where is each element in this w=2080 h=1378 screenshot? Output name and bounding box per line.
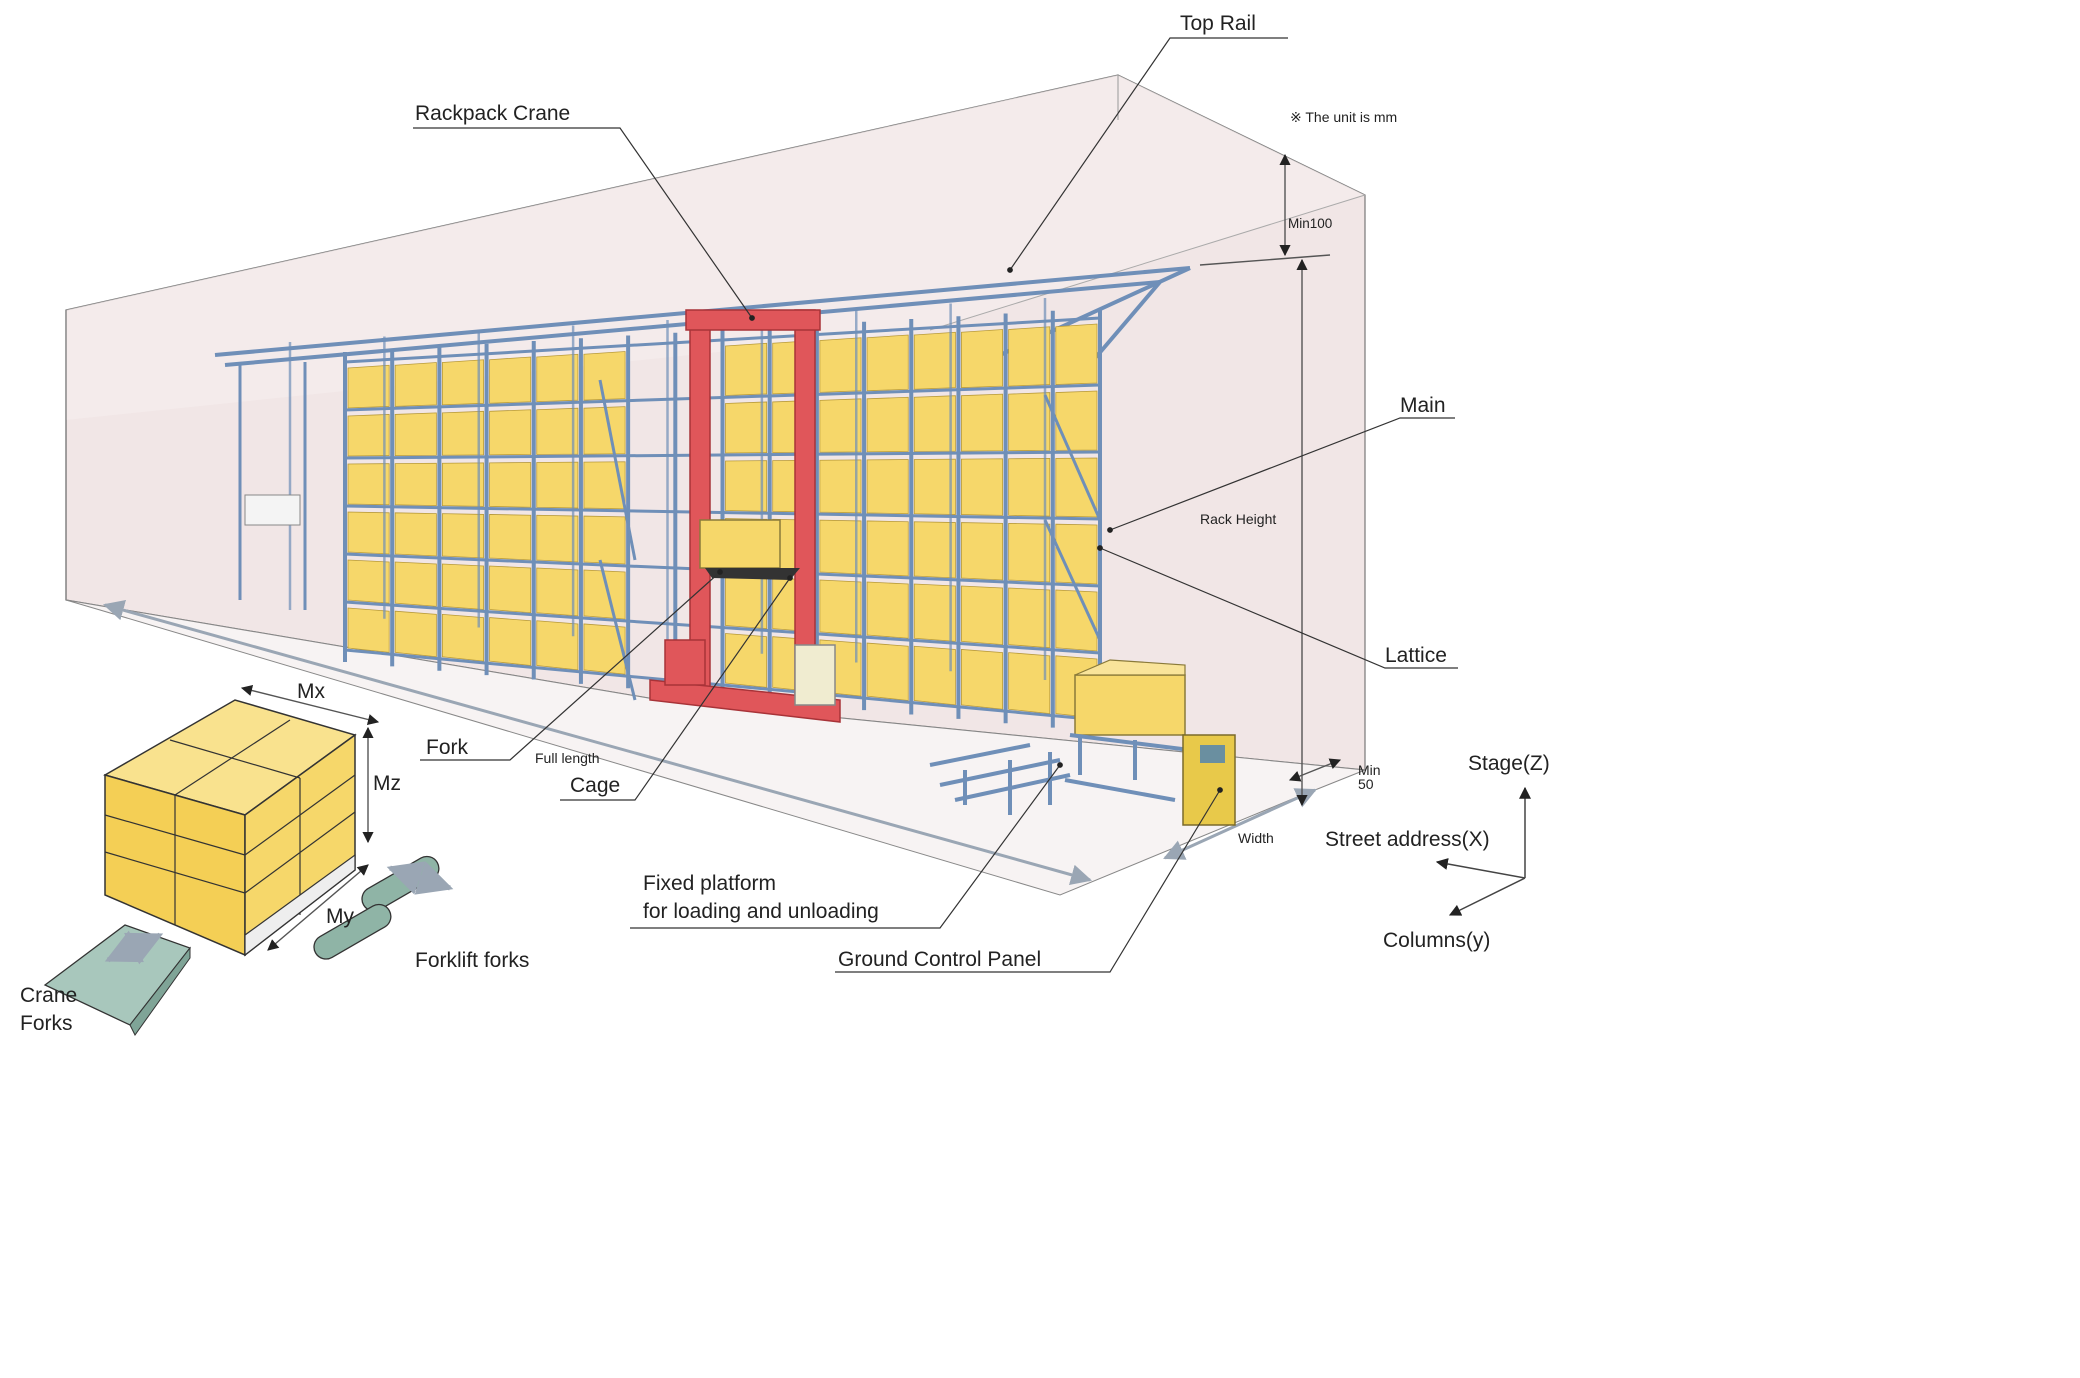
label-cage: Cage — [570, 774, 620, 797]
unit-note: ※ The unit is mm — [1290, 109, 1397, 125]
label-width: Width — [1238, 830, 1274, 846]
pallet-load — [103, 699, 357, 957]
label-crane-forks-1: Crane — [20, 984, 77, 1007]
label-my: My — [326, 905, 354, 928]
forklift-forks — [313, 855, 454, 960]
label-forklift-forks: Forklift forks — [415, 949, 529, 972]
label-top-rail: Top Rail — [1180, 12, 1256, 35]
label-fork: Fork — [426, 736, 469, 759]
floor — [65, 599, 1366, 896]
label-mx: Mx — [297, 680, 325, 703]
crane-forks-plate — [43, 924, 192, 1036]
label-full-length: Full length — [535, 750, 600, 766]
diagram: ※ The unit is mm Top Rail Rackpack Crane… — [20, 12, 1550, 1036]
label-rackpack-crane: Rackpack Crane — [415, 102, 570, 125]
label-min100: Min100 — [1288, 216, 1332, 231]
label-min: Min — [1358, 762, 1381, 778]
rackpack-crane — [649, 309, 841, 723]
label-main: Main — [1400, 394, 1446, 417]
label-lattice: Lattice — [1385, 644, 1447, 667]
label-crane-forks-2: Forks — [20, 1012, 73, 1035]
axes-indicator — [1435, 786, 1531, 916]
leader-lines — [413, 37, 1458, 973]
dimension-lines — [240, 153, 1342, 951]
label-axis-z: Stage(Z) — [1468, 752, 1550, 775]
label-fixed-platform-2: for loading and unloading — [643, 900, 879, 923]
label-axis-y: Columns(y) — [1383, 929, 1490, 952]
label-fixed-platform-1: Fixed platform — [643, 872, 776, 895]
label-rack-height: Rack Height — [1200, 511, 1276, 527]
label-mz: Mz — [373, 772, 401, 795]
label-50: 50 — [1358, 776, 1374, 792]
label-ground-control-panel: Ground Control Panel — [838, 948, 1041, 971]
label-axis-x: Street address(X) — [1325, 828, 1490, 851]
warehouse-illustration: ※ The unit is mm Top Rail Rackpack Crane… — [20, 12, 1550, 1036]
